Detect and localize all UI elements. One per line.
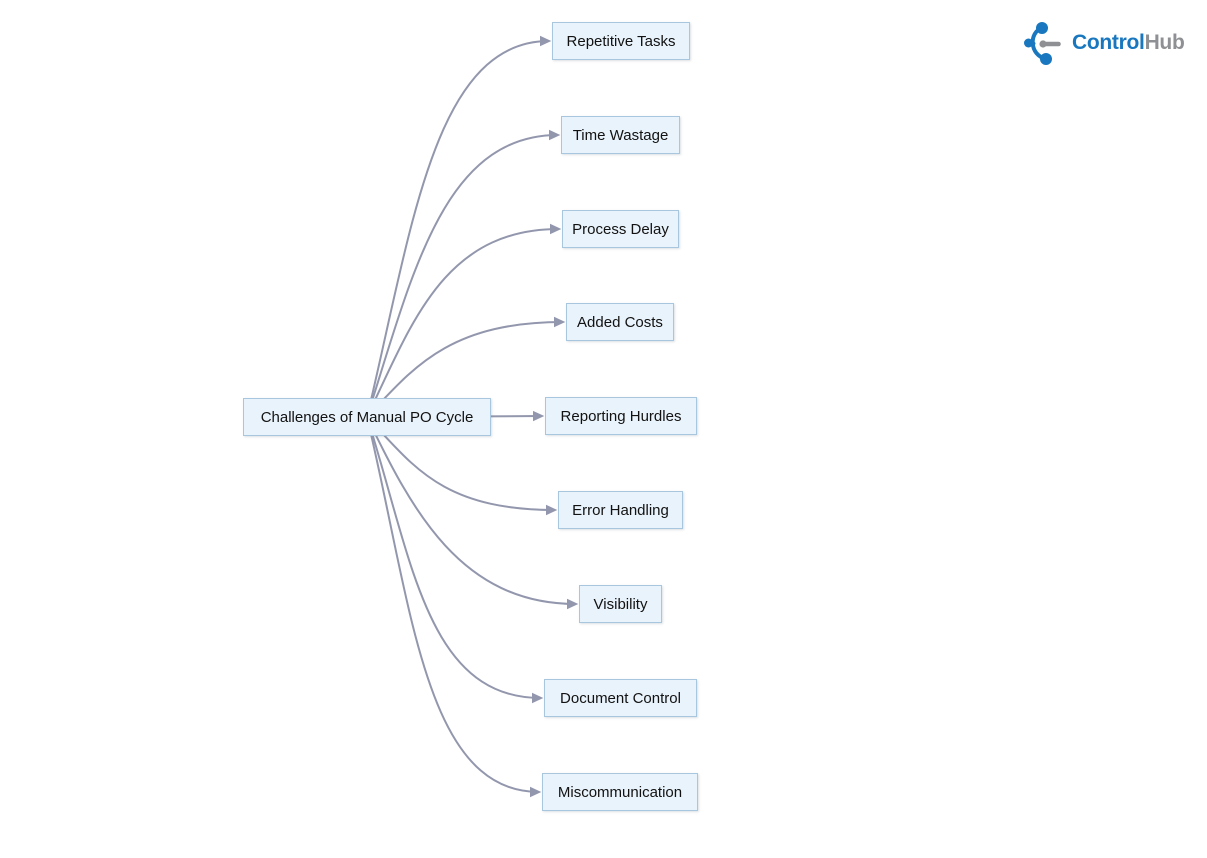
edge-root-to-document-control bbox=[366, 416, 544, 704]
edge-root-to-time-wastage bbox=[366, 129, 561, 418]
diagram-node-repetitive-tasks: Repetitive Tasks bbox=[552, 22, 690, 60]
diagram-node-error-handling: Error Handling bbox=[558, 491, 683, 529]
diagram-node-visibility: Visibility bbox=[579, 585, 662, 623]
brand-wordmark: ControlHub bbox=[1072, 31, 1185, 55]
diagram-node-added-costs: Added Costs bbox=[566, 303, 674, 341]
hub-network-icon bbox=[1024, 21, 1061, 65]
diagram-node-time-wastage: Time Wastage bbox=[561, 116, 680, 154]
brand-primary-text: Control bbox=[1072, 31, 1145, 54]
diagram-node-reporting-hurdles: Reporting Hurdles bbox=[545, 397, 697, 435]
edge-root-to-repetitive-tasks bbox=[366, 35, 552, 418]
diagram-node-process-delay: Process Delay bbox=[562, 210, 679, 248]
edge-root-to-visibility bbox=[366, 416, 579, 610]
brand-secondary-text: Hub bbox=[1144, 31, 1185, 54]
diagram-node-document-control: Document Control bbox=[544, 679, 697, 717]
brand-logo[interactable]: ControlHub bbox=[1024, 20, 1185, 66]
diagram-node-root: Challenges of Manual PO Cycle bbox=[243, 398, 491, 436]
diagram-node-miscommunication: Miscommunication bbox=[542, 773, 698, 811]
edge-root-to-process-delay bbox=[366, 223, 562, 418]
edge-root-to-miscommunication bbox=[366, 416, 542, 798]
